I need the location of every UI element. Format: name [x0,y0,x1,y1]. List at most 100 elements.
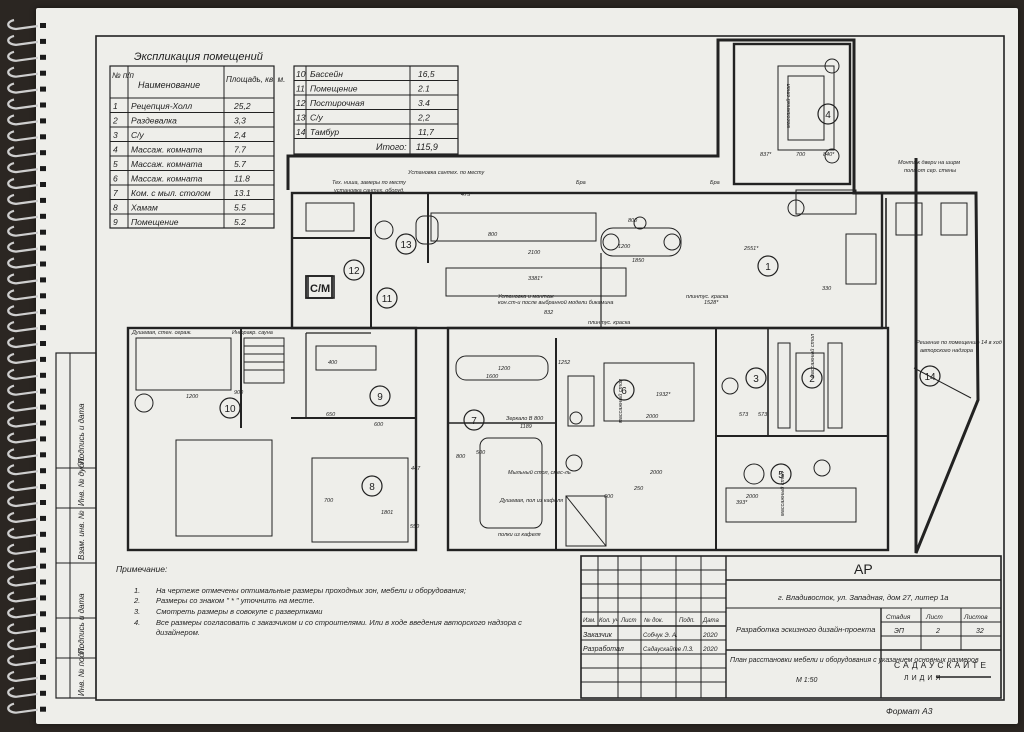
punch-hole [40,547,46,553]
spiral-ring [7,177,39,190]
plan-note: Установка и монтаж [497,294,554,300]
plan-note: Душевая, пол из кафеля [499,498,563,504]
room-number: 5 [778,470,784,481]
dimension-label: 650 [326,412,336,418]
room-circle [745,367,767,389]
room-number: 3 [753,374,759,385]
spiral-ring [7,336,39,349]
dimension-label: 832 [544,310,553,316]
spiral-ring [7,352,39,365]
dimension-label: 2100 [527,250,541,256]
building-walls [126,38,980,554]
room-number: 10 [224,404,236,415]
stamp-brand-sub: ЛИДИЯ [904,675,943,682]
spiral-ring [7,321,39,333]
spiral-ring [7,34,39,47]
row-area: 11,7 [418,127,434,137]
spiral-ring [7,400,39,412]
punch-hole [40,420,46,426]
dimension-label: 1801 [381,510,393,516]
dimension-label: 2551* [743,246,759,252]
punch-hole [40,468,46,474]
plan-note: авторского надзора [920,348,973,354]
note-number: 4. [134,618,140,627]
row-name: Рецепция-Холл [131,101,192,111]
punch-hole [40,579,46,585]
room-circle [343,259,365,281]
row-name: Раздевалка [131,116,177,126]
punch-hole [40,452,46,458]
plan-note: плинтус. краска [588,320,630,326]
spiral-ring [7,654,39,667]
dimension-label: 2000 [649,470,663,476]
plan-note: установка сантех. оборуд. [333,188,405,194]
row-area: 3.4 [418,98,430,108]
dimension-label: 1932* [656,392,671,398]
room-number: 6 [621,386,627,397]
note-number: 2. [133,596,140,605]
room-number: 4 [825,110,831,121]
room-circle [817,103,839,125]
room-number: 12 [348,266,360,277]
dimension-label: 2000 [645,414,659,420]
row-name: Ком. с мыл. столом [131,188,211,198]
room-circle [395,233,417,255]
spiral-ring [7,686,39,698]
row-area: 5.7 [234,159,246,169]
spiral-ring [7,209,39,221]
plan-note: массажный стол [785,84,792,128]
room-number: 9 [377,392,383,403]
room-circle [369,385,391,407]
room-number: 14 [924,372,936,383]
plan-note: Бра [710,180,720,186]
spiral-ring [7,146,39,158]
room-circle [919,365,941,387]
dimension-label: 1200 [186,394,199,400]
punch-hole [40,325,46,331]
spiral-ring [7,66,39,78]
row-number: 14 [296,127,306,137]
margin-label: Подпись и дата [77,593,86,654]
stamp-sheets-label: Листов [963,614,988,621]
punch-hole [40,197,46,203]
spiral-ring [7,575,39,587]
notes-title: Примечание: [116,564,168,574]
note-item: На чертеже отмечены оптимальные размеры … [156,586,466,595]
punch-hole [40,563,46,569]
explication-title: Экспликация помещений [134,51,263,63]
stamp-hdr-izm: Изм. [583,618,596,624]
washer-label: С/М [310,283,330,295]
stamp-sheet-label: Лист [925,614,943,621]
row-number: 12 [296,98,306,108]
spiral-ring [7,416,39,428]
stamp-project: Разработка эскизного дизайн-проекта [736,625,875,634]
punch-hole [40,436,46,442]
stamp-dev-name: Садаускайте Л.З. [643,646,694,653]
stamp-hdr-list: Лист [620,618,636,624]
dimension-label: 550 [410,524,420,530]
plan-note: Бра [576,180,586,186]
row-name: Постирочная [310,98,365,108]
spiral-ring [7,193,39,206]
punch-hole [40,690,46,696]
spiral-ring [7,448,39,460]
spiral-ring [7,495,39,508]
spiral-ring [7,273,39,285]
punch-hole [40,611,46,617]
row-number: 2 [112,116,118,126]
stamp-brand: САДАУСКАЙТЕ [894,659,989,670]
punch-hole [40,245,46,251]
plan-note: полки из кафеля [498,532,541,538]
plan-note: массажный стол [809,334,816,378]
plan-note: кон.ст-и после выбранной модели бикамина [498,299,613,306]
punch-hole [40,118,46,124]
row-name: С/у [131,130,145,140]
room-circle [757,255,779,277]
total-value: 115,9 [416,142,438,152]
explication-table: Экспликация помещений № п/п Наименование… [109,51,459,229]
stamp-sheet-value: 2 [935,628,940,635]
plan-note: Решение по помещению 14 в ход [916,340,1002,346]
spiral-ring [7,511,39,524]
punch-hole [40,102,46,108]
